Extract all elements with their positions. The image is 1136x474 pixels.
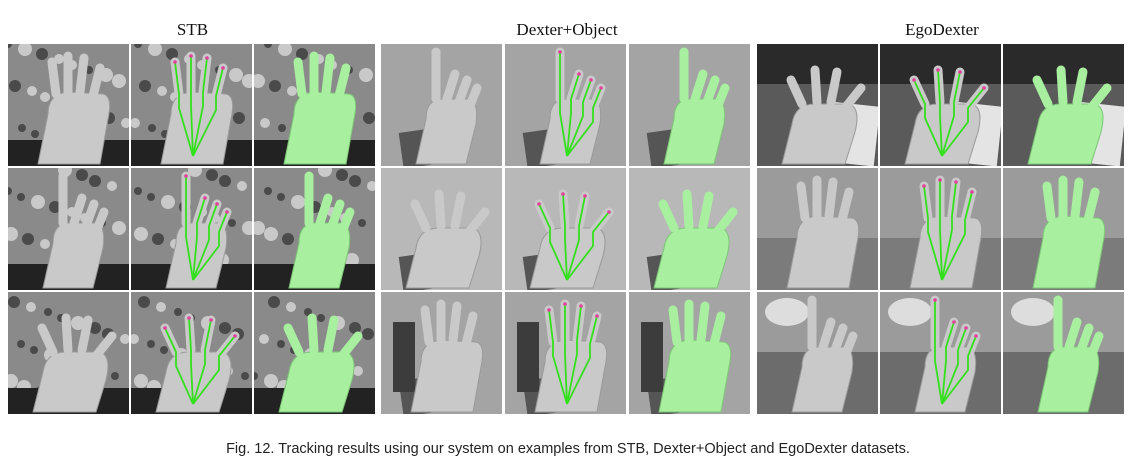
dexter-row2-mesh-render [629, 168, 750, 290]
ego-row2-skeleton-overlay [880, 168, 1001, 290]
stb-row3-input-image [8, 292, 129, 414]
stb-panel [8, 44, 377, 414]
dexter-row1-input-image [381, 44, 502, 166]
stb-row3-mesh-render [254, 292, 375, 414]
dexter-row1-mesh-render [629, 44, 750, 166]
ego-row2-mesh-render [1003, 168, 1124, 290]
ego-row1-mesh-render [1003, 44, 1124, 166]
dexter-row3-input-image [381, 292, 502, 414]
dexter-object-panel [381, 44, 753, 414]
dexter-row2-skeleton-overlay [505, 168, 626, 290]
dexter-row3-mesh-render [629, 292, 750, 414]
stb-row2-mesh-render [254, 168, 375, 290]
dexter-object-title: Dexter+Object [516, 20, 618, 39]
figure-caption: Fig. 12. Tracking results using our syst… [226, 441, 910, 457]
egodexter-title: EgoDexter [905, 20, 979, 39]
stb-row2-skeleton-overlay [131, 168, 252, 290]
stb-row1-mesh-render [254, 44, 375, 166]
stb-row2-input-image [8, 168, 129, 290]
egodexter-panel [757, 44, 1127, 414]
stb-row1-input-image [8, 44, 129, 166]
ego-row3-input-image [757, 292, 878, 414]
ego-row2-input-image [757, 168, 878, 290]
ego-row3-skeleton-overlay [880, 292, 1001, 414]
ego-row1-input-image [757, 44, 878, 166]
ego-row1-skeleton-overlay [880, 44, 1001, 166]
dexter-row3-skeleton-overlay [505, 292, 626, 414]
dexter-row2-input-image [381, 168, 502, 290]
dexter-row1-skeleton-overlay [505, 44, 626, 166]
stb-title: STB [176, 20, 209, 39]
stb-row3-skeleton-overlay [131, 292, 252, 414]
stb-row1-skeleton-overlay [131, 44, 252, 166]
ego-row3-mesh-render [1003, 292, 1124, 414]
